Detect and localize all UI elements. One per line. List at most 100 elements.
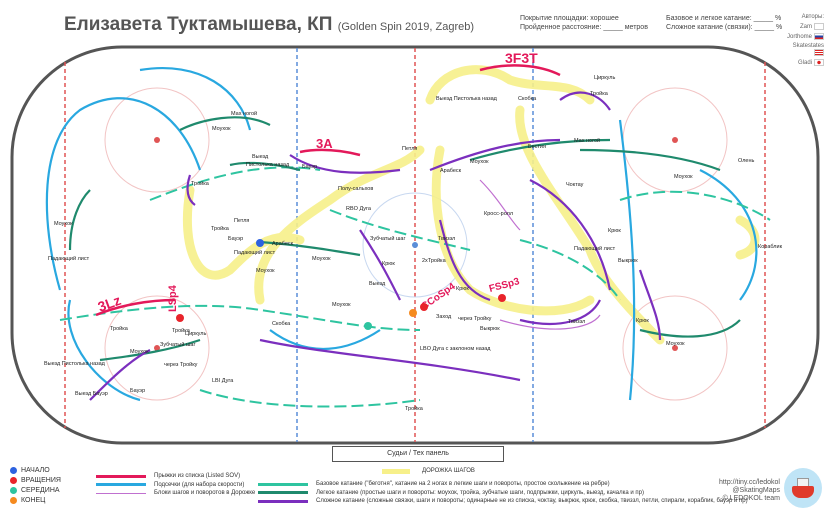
label-52: Циркуль [185, 331, 207, 337]
legend-light: Легкое катание (простые шаги и повороты:… [258, 489, 748, 498]
label-12: Тройка [590, 90, 609, 97]
speed-path-mid [269, 329, 381, 350]
jump-path-3lz [95, 298, 176, 317]
faceoff-circle-bl [104, 295, 210, 401]
jump-path-3f3t [479, 64, 561, 77]
label-39: Падающий лист [574, 245, 616, 252]
label-9: Выезд Пистолька назад [436, 96, 498, 102]
marker-middle [364, 322, 372, 330]
credits-copyright: © LEDOKOL team [722, 495, 780, 502]
stepseq-highlight-1 [182, 185, 305, 280]
label-21: Тройка [191, 180, 210, 187]
label-43: Твиззл [568, 319, 585, 325]
label-51: Зубчатый шаг [160, 341, 195, 348]
light-path-7 [99, 338, 201, 362]
label-15: Олень [738, 158, 755, 164]
light-path-6 [639, 319, 741, 338]
middle-dot-icon [10, 486, 17, 494]
complex-path-10 [89, 349, 151, 401]
end-dot-icon [10, 496, 17, 504]
label-7: Арабеск [440, 168, 462, 174]
label-59: Тройка [405, 405, 424, 412]
complex-path-11 [638, 269, 662, 341]
label-2: Выезд [252, 154, 269, 160]
speed-path-right-outer [699, 169, 758, 301]
label-22: Тройка [211, 225, 230, 232]
label-35: Кросс-ролл [484, 211, 513, 217]
legend-spins: ВРАЩЕНИЯ [10, 475, 61, 485]
rink-boards [10, 45, 820, 445]
label-13: Мах ногой [574, 137, 600, 144]
basic-path-5 [519, 239, 621, 301]
complex-path-7 [259, 338, 521, 382]
label-45: Крюк [636, 318, 649, 324]
label-54: Выезд Бауэр [75, 391, 108, 397]
jump-label-3lz: 3Lz [96, 292, 123, 315]
spin-dot-icon [10, 476, 17, 484]
legend-start: НАЧАЛО [10, 465, 61, 475]
legend-complex: Сложное катание (сложные связки, шаги и … [258, 497, 748, 506]
legend-step-blocks: Блоки шагов и поворотов в Дорожке [96, 489, 255, 498]
stepseq-highlight-3 [425, 65, 595, 105]
legend-end: КОНЕЦ [10, 495, 61, 505]
label-17: Кораблик [758, 244, 783, 250]
light-path-4 [469, 138, 611, 162]
complex-path-6 [438, 219, 491, 302]
label-40: Крюк [608, 228, 621, 234]
credits-twitter: @SkatingMaps [732, 487, 780, 494]
marker-spin-3 [498, 294, 506, 302]
complex-path-9 [519, 299, 601, 325]
label-49: Выезд Пистолька назад [44, 361, 106, 367]
jump-path-3a [299, 148, 361, 157]
label-36: Крюк [456, 286, 469, 292]
label-1: Моухок [212, 126, 231, 132]
basic-path-3 [329, 209, 471, 251]
step-block-2 [479, 179, 521, 231]
label-16: Чоктау [566, 182, 584, 188]
credits-link[interactable]: http://tiny.cc/ledokol [719, 479, 780, 486]
label-53: через Тройку [164, 361, 198, 368]
marker-start [256, 239, 264, 247]
complex-path-5 [529, 179, 612, 291]
label-19: Петля [234, 218, 249, 224]
legend-jumps: Прыжки из списка (Listed SOV) [96, 472, 255, 481]
label-24: Падающий лист [234, 249, 276, 256]
label-38: Выкрюк [480, 326, 500, 332]
label-8: Моухок [470, 159, 489, 165]
stepseq-highlight-2 [254, 145, 425, 305]
faceoff-circle-br [622, 295, 728, 401]
distance-info: Пройденное расстояние: _____ метров [520, 24, 648, 31]
label-46: Падающий лист [48, 255, 90, 262]
speed-path-bottom-left [67, 299, 141, 402]
label-25: Моухок [256, 268, 275, 274]
label-23: Арабеск [272, 241, 294, 247]
authors-heading: Авторы: [801, 14, 824, 20]
label-47: Моухок [54, 221, 73, 227]
stepseq-highlight-5 [431, 145, 595, 316]
label-30: Крюк [382, 261, 395, 267]
legend-middle: СЕРЕДИНА [10, 485, 61, 495]
step-block-1 [499, 314, 601, 330]
author-jorthome: Jorthome [784, 33, 824, 40]
speed-path-left-loop [45, 97, 202, 291]
label-33: 2хТройка [422, 257, 447, 264]
author-skatestates: Skatestates [784, 43, 824, 57]
label-28: Зубчатый шаг [370, 235, 405, 242]
label-11: Циркуль [594, 75, 616, 81]
label-29: Моухок [312, 256, 331, 262]
legend-lines: Прыжки из списка (Listed SOV) Подсечки (… [96, 472, 255, 498]
complex-path-3 [429, 138, 561, 172]
judges-panel: Судьи / Тех панель [332, 446, 504, 462]
label-20: Бауэр [228, 236, 243, 242]
label-37: Заход [436, 314, 452, 320]
label-14: Бестия [528, 144, 546, 150]
legend-skating-types: Базовое катание ("беготня", катание на 2… [258, 480, 748, 506]
label-42: Моухок [666, 341, 685, 347]
credits: http://tiny.cc/ledokol @SkatingMaps © LE… [704, 479, 780, 503]
complex-percent: Сложное катание (связки): _____ % [666, 24, 783, 31]
legend-step-sequence: ДОРОЖКА ШАГОВ [382, 468, 475, 474]
basic-path-4 [619, 190, 771, 221]
author-gladi: Gladi [784, 59, 824, 66]
basic-path-2 [149, 166, 321, 201]
